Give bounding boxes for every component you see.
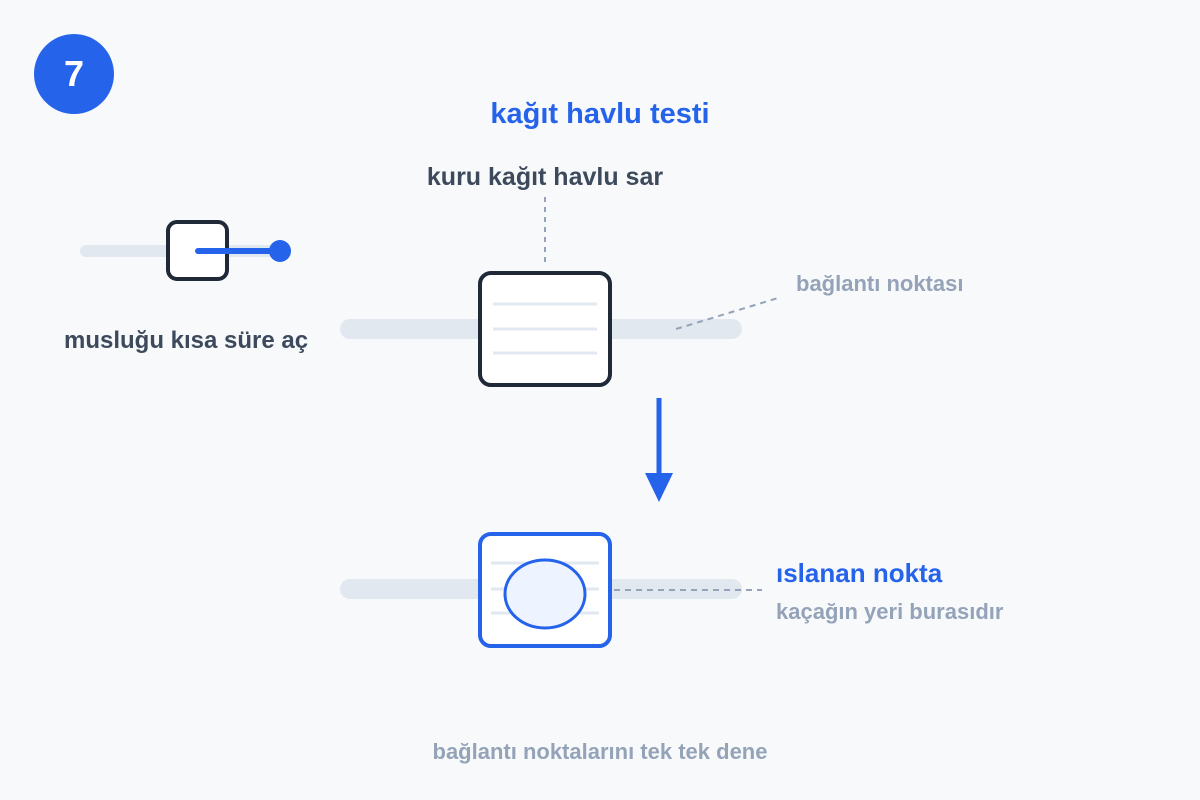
paper-towel-icon <box>478 271 612 387</box>
wet-spot <box>503 558 587 630</box>
tap-instruction: musluğu kısa süre aç <box>64 327 309 354</box>
down-arrow-icon <box>645 398 673 502</box>
wet-towel-icon <box>478 532 612 648</box>
step-number: 7 <box>63 53 85 94</box>
valve-handle-knob <box>269 240 291 262</box>
footer-hint: bağlantı noktalarını tek tek dene <box>432 739 768 764</box>
step-badge: 7 <box>34 34 114 114</box>
wet-spot-label: ıslanan nokta <box>776 558 943 588</box>
arrow-head <box>645 473 673 502</box>
tap-valve-icon <box>80 220 291 281</box>
joint-leader-line <box>675 297 779 330</box>
leak-location-label: kaçağın yeri burasıdır <box>776 599 1004 624</box>
joint-label: bağlantı noktası <box>796 271 964 296</box>
diagram-title: kağıt havlu testi <box>490 98 710 130</box>
wrap-instruction: kuru kağıt havlu sar <box>426 163 664 191</box>
